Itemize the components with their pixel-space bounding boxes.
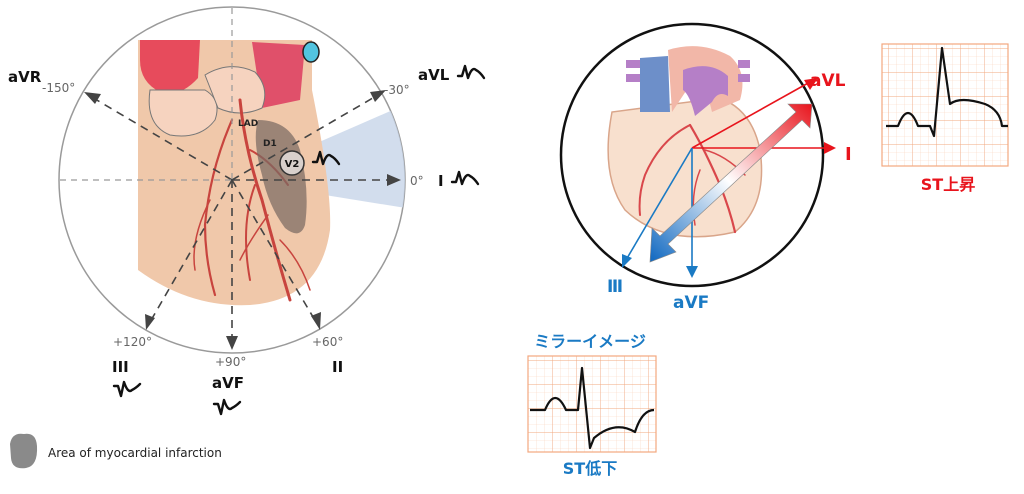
right-lead-avf-label: aVF [673,293,709,313]
arrowhead-avr [84,92,101,104]
atrium-upper [204,66,266,114]
infarct-legend-swatch [10,433,38,469]
lead-i-label: I [438,172,444,190]
coronary-arteries [193,98,311,302]
lead-avr-label: aVR [8,68,42,86]
vessel-opening [302,41,320,63]
right-vector-diagram: aVL Ⅰ Ⅲ aVF [559,22,852,313]
wave-v2 [311,150,341,166]
st-elevation-label: ST上昇 [921,175,975,194]
arrowhead-iii-right [622,254,632,268]
lead-avf-label: aVF [212,374,244,392]
lead-labels: aVR aVL I II III aVF [8,66,450,392]
right-lead-iii-label: Ⅲ [607,277,623,297]
right-lead-i-label: Ⅰ [845,144,852,165]
arrowhead-avf-right [686,266,698,278]
pulmonary-artery-right [683,66,728,116]
arrowhead-ii [311,312,321,330]
pulmonary-vein-1 [626,60,640,68]
arrowhead-avl-right [804,78,818,90]
d1-label: D1 [263,139,277,149]
angle-60: +60° [312,335,343,349]
axis-arrowheads [84,90,401,350]
lead-avl-label: aVL [418,66,450,84]
axis-avl [231,94,379,181]
arrowhead-i [387,174,401,186]
lad-label: LAD [238,119,258,129]
angle-neg150: -150° [42,81,75,95]
arrowhead-avl [370,90,386,102]
vena-cava [640,56,670,112]
pulmonary-vein-3 [738,60,750,68]
pulmonary-vein-2 [626,74,640,82]
heart-illustration [138,40,405,306]
infarct-area [255,120,307,234]
angle-90: +90° [215,355,246,369]
st-elevation-ecg: ST上昇 [881,43,1009,194]
axis-lines [89,94,392,342]
right-heart-illustration [607,46,763,238]
left-hexaxial-diagram: -150° -30° 0° +60° +90° +120° aVR aVL I … [8,6,486,469]
v2-electrode [279,150,305,176]
angle-neg30: -30° [384,83,410,97]
angle-120: +120° [113,335,152,349]
st-depression-trace [530,366,655,450]
wave-i [450,170,480,186]
mini-ecg-waves [112,64,486,416]
lead-ii-label: II [332,358,343,376]
wave-avl [456,64,486,80]
v2-label: V2 [285,159,300,170]
wave-avf [212,398,242,416]
st-depression-ecg: ミラーイメージ ST低下 [527,332,657,478]
right-lead-avl-label: aVL [810,71,846,91]
vector-iii [625,147,693,261]
heart-body-right [607,97,763,238]
mirror-image-label: ミラーイメージ [534,332,646,351]
st-elevation-trace [886,46,1008,138]
pulmonary-vein-4 [738,74,750,82]
angle-0: 0° [410,174,424,188]
st-depression-grid [527,355,657,453]
st-depression-label: ST低下 [563,459,617,478]
st-vector-gradient-arrow [649,103,813,263]
angle-labels: -150° -30° 0° +60° +90° +120° [42,81,424,369]
lead-iii-label: III [112,358,129,376]
aorta-vessel [140,40,200,94]
infarct-legend-label: Area of myocardial infarction [48,446,222,460]
arrowhead-iii [145,314,155,330]
arrowhead-i-right [824,142,836,154]
pulmonary-vessel [252,42,305,108]
arrowhead-avf [226,336,238,350]
wave-iii [112,380,142,398]
vector-avl [691,81,811,149]
